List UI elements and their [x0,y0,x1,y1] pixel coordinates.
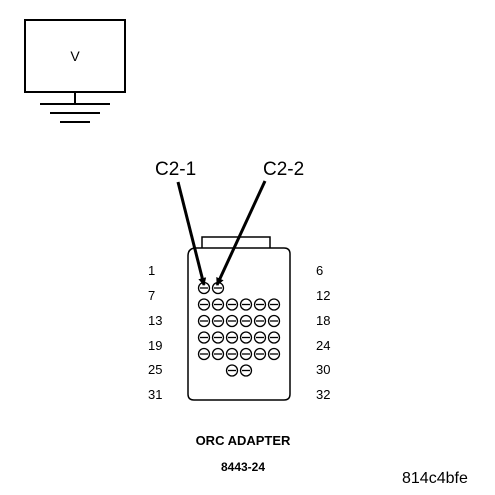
pin-label: 1 [148,263,155,278]
pin-cavity [211,314,225,328]
voltmeter: V [24,19,126,123]
arrow-c2-1 [176,181,207,286]
pin-label: 24 [316,338,330,353]
pin-label: 31 [148,387,162,402]
pin-cavity [253,314,267,328]
pin-cavity [239,347,253,361]
pin-label: 32 [316,387,330,402]
pin-cavity [225,347,239,361]
pin-cavity [239,331,253,344]
pin-cavity [197,298,211,311]
pin-cavity [239,314,253,328]
pin-cavity [267,298,281,311]
callout-c2-2: C2-2 [263,159,304,180]
pin-labels-left: 1 7 13 19 25 31 [148,263,162,402]
pin-cavity [267,331,281,344]
pin-labels-right: 6 12 18 24 30 32 [316,263,330,402]
pin-cavity [267,347,281,361]
pin-label: 6 [316,263,323,278]
pin-cavity [225,314,239,328]
pin-cavity-probed [211,281,225,295]
pin-label: 18 [316,313,330,328]
pin-cavity [253,347,267,361]
pin-cavity [239,364,253,377]
figure-code: 814c4bfe [402,470,468,487]
pin-label: 12 [316,288,330,303]
pin-cavity [225,331,239,344]
pin-label: 13 [148,313,162,328]
pin-cavity [211,331,225,344]
adapter-part-number: 8443-24 [221,460,265,474]
pin-cavity [267,314,281,328]
connector-latch [201,236,271,248]
ground-icon [40,92,110,123]
pin-cavity [253,298,267,311]
callout-c2-1: C2-1 [155,159,196,180]
pin-cavity [197,314,211,328]
pin-cavity [239,298,253,311]
pin-label: 30 [316,362,330,377]
adapter-title: ORC ADAPTER [196,433,291,448]
pin-cavity [197,347,211,361]
pin-cavity-probed [197,281,211,295]
pin-cavity [211,298,225,311]
arrow-c2-2 [215,180,267,286]
pin-label: 25 [148,362,162,377]
voltmeter-label: V [70,48,80,64]
pin-cavity [225,298,239,311]
pin-cavity [253,331,267,344]
pin-grid [197,281,281,377]
pin-cavity [197,331,211,344]
connector-housing [187,247,291,401]
pin-label: 7 [148,288,155,303]
pin-cavity [225,364,239,377]
pin-label: 19 [148,338,162,353]
connector-body [187,236,291,401]
pin-cavity [211,347,225,361]
